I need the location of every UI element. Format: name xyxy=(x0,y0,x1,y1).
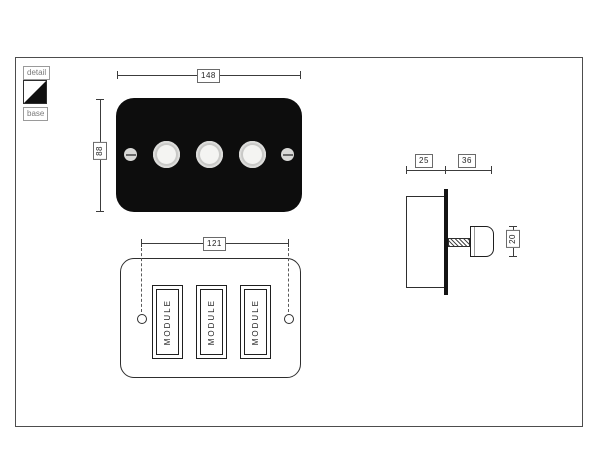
front-height-dim-label: 88 xyxy=(93,142,107,160)
detail-base-legend-icon xyxy=(23,80,47,104)
knob-height-dim-tick-top xyxy=(509,226,517,227)
front-width-dim-tick-right xyxy=(300,71,301,79)
fixing-hole-left xyxy=(137,314,147,324)
dimmer-plate-base-view: MODULE MODULE MODULE xyxy=(120,258,301,378)
screw-right-icon xyxy=(281,148,294,161)
module-3: MODULE xyxy=(240,285,271,359)
knob-height-dim-label: 20 xyxy=(506,230,520,248)
module-2-label: MODULE xyxy=(207,298,216,346)
module-3-label: MODULE xyxy=(251,298,260,346)
front-height-dim-tick-top xyxy=(96,99,104,100)
knob-side-view xyxy=(470,226,494,257)
dimmer-plate-front-view xyxy=(116,98,302,212)
knob-skirt-line xyxy=(474,227,475,256)
module-2-inner: MODULE xyxy=(200,289,223,355)
dimmer-knob-1 xyxy=(153,141,180,168)
front-width-dim-tick-left xyxy=(117,71,118,79)
dimmer-knob-2 xyxy=(196,141,223,168)
module-1: MODULE xyxy=(152,285,183,359)
side-dim-tick-middle xyxy=(445,166,446,174)
front-width-dim-label: 148 xyxy=(197,69,220,83)
base-hole-spacing-dim-label: 121 xyxy=(203,237,226,251)
base-hole-spacing-tick-left xyxy=(141,239,142,247)
legend-detail-label: detail xyxy=(23,66,51,80)
drawing-border xyxy=(15,57,583,427)
mounting-box-side-view xyxy=(406,196,445,288)
leader-line-left xyxy=(141,248,142,312)
side-dim-tick-right xyxy=(491,166,492,174)
module-1-inner: MODULE xyxy=(156,289,179,355)
side-recess-depth-dim-label: 25 xyxy=(415,154,433,168)
base-hole-spacing-tick-right xyxy=(288,239,289,247)
module-3-inner: MODULE xyxy=(244,289,267,355)
screw-slot-icon xyxy=(282,153,293,156)
screw-slot-icon xyxy=(125,153,136,156)
side-dim-line xyxy=(406,170,492,171)
legend-base-label: base xyxy=(23,107,49,121)
dimmer-knob-3 xyxy=(239,141,266,168)
front-height-dim-tick-bottom xyxy=(96,211,104,212)
side-projection-dim-label: 36 xyxy=(458,154,476,168)
plate-side-view xyxy=(444,189,448,295)
fixing-hole-right xyxy=(284,314,294,324)
leader-line-right xyxy=(288,248,289,312)
knob-height-dim-tick-bottom xyxy=(509,256,517,257)
side-dim-tick-left xyxy=(406,166,407,174)
module-1-label: MODULE xyxy=(163,298,172,346)
screw-left-icon xyxy=(124,148,137,161)
threaded-shaft-side-view xyxy=(448,238,470,247)
module-2: MODULE xyxy=(196,285,227,359)
